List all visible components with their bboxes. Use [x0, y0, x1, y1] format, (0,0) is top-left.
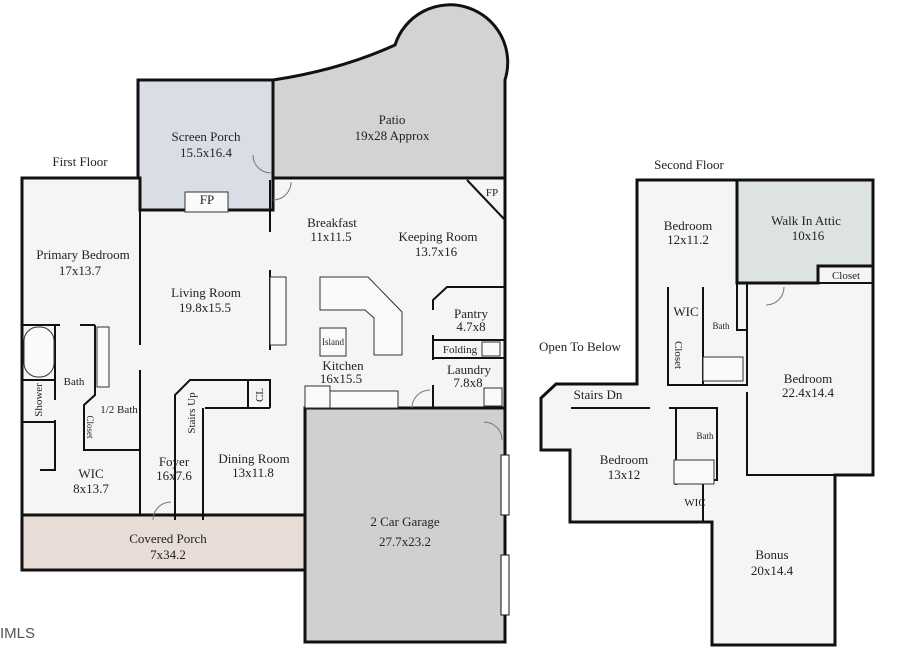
room-size: 20x14.4	[751, 563, 794, 578]
room-name: Patio	[379, 112, 406, 127]
first-floor-title: First Floor	[52, 154, 108, 169]
room-size: 4.7x8	[456, 319, 485, 334]
fp-label: FP	[486, 187, 498, 199]
room-name: 2 Car Garage	[370, 514, 440, 529]
stairs-up-label: Stairs Up	[186, 392, 198, 434]
closet-label: CL	[254, 388, 266, 402]
room-name: Bedroom	[784, 371, 832, 386]
room-name: Pantry	[454, 306, 488, 321]
stairs-down-label: Stairs Dn	[574, 387, 623, 402]
kitchen-island	[319, 327, 347, 357]
room-name: Bonus	[755, 547, 788, 562]
closet-label: Closet	[672, 341, 684, 369]
room-size: 11x11.5	[310, 229, 351, 244]
room-size: 15.5x16.4	[180, 145, 233, 160]
open-to-below-label: Open To Below	[539, 339, 622, 354]
fp-label: FP	[200, 192, 214, 207]
room-size: 10x16	[792, 228, 825, 243]
room-size: 12x11.2	[667, 232, 709, 247]
room-size: 16x7.6	[156, 468, 192, 483]
island-label: Island	[322, 337, 344, 347]
second-floor-title: Second Floor	[654, 157, 724, 172]
room-size: 7.8x8	[453, 375, 482, 390]
fireplace-living	[184, 191, 229, 213]
mls-watermark: IMLS	[0, 625, 35, 642]
room-name: Screen Porch	[172, 129, 241, 144]
cooktop	[269, 276, 287, 346]
first-floor: First Floor Screen Porch 15.5x16.4 Patio…	[20, 3, 510, 644]
room-name: Covered Porch	[129, 531, 207, 546]
room-size: 13x11.8	[232, 465, 274, 480]
room-size: 27.7x23.2	[379, 534, 431, 549]
wic-label: WIC	[673, 304, 698, 319]
room-name: Living Room	[171, 285, 241, 300]
room-size: 19.8x15.5	[179, 300, 231, 315]
second-floor: Second Floor Bedroom 12x11.2 Walk In Att…	[539, 157, 875, 647]
garage-area	[303, 406, 507, 644]
room-size: 13x12	[608, 467, 641, 482]
room-size: 8x13.7	[73, 481, 109, 496]
bathtub	[23, 326, 55, 378]
room-name: Primary Bedroom	[36, 247, 130, 262]
room-size: 22.4x14.4	[782, 385, 835, 400]
bath-label: Bath	[64, 376, 85, 388]
room-size: 13.7x16	[415, 244, 458, 259]
room-name: Bedroom	[664, 218, 712, 233]
bath-label: Bath	[697, 431, 714, 441]
room-name: Walk In Attic	[771, 213, 841, 228]
room-size: 17x13.7	[59, 263, 102, 278]
bathtub	[702, 356, 744, 382]
room-size: 19x28 Approx	[355, 128, 430, 143]
room-name: Laundry	[447, 362, 492, 377]
patio-area	[271, 3, 510, 180]
room-name: WIC	[78, 466, 103, 481]
room-name: Foyer	[159, 454, 190, 469]
room-name: Kitchen	[322, 358, 364, 373]
folding-label: Folding	[443, 344, 478, 356]
screen-porch-area	[136, 78, 275, 212]
closet-label: Closet	[85, 415, 95, 439]
room-size: 7x34.2	[150, 547, 186, 562]
bath-label: Bath	[713, 321, 730, 331]
room-size: 16x15.5	[320, 371, 362, 386]
room-name: Dining Room	[218, 451, 289, 466]
bathtub	[673, 459, 715, 485]
room-name: Bedroom	[600, 452, 648, 467]
half-bath-label: 1/2 Bath	[100, 404, 138, 416]
room-name: Keeping Room	[398, 229, 477, 244]
closet-label: Closet	[832, 270, 860, 282]
shower-label: Shower	[33, 383, 45, 417]
wic-label: WIC	[684, 497, 705, 509]
vanity	[96, 326, 110, 388]
room-name: Breakfast	[307, 215, 357, 230]
